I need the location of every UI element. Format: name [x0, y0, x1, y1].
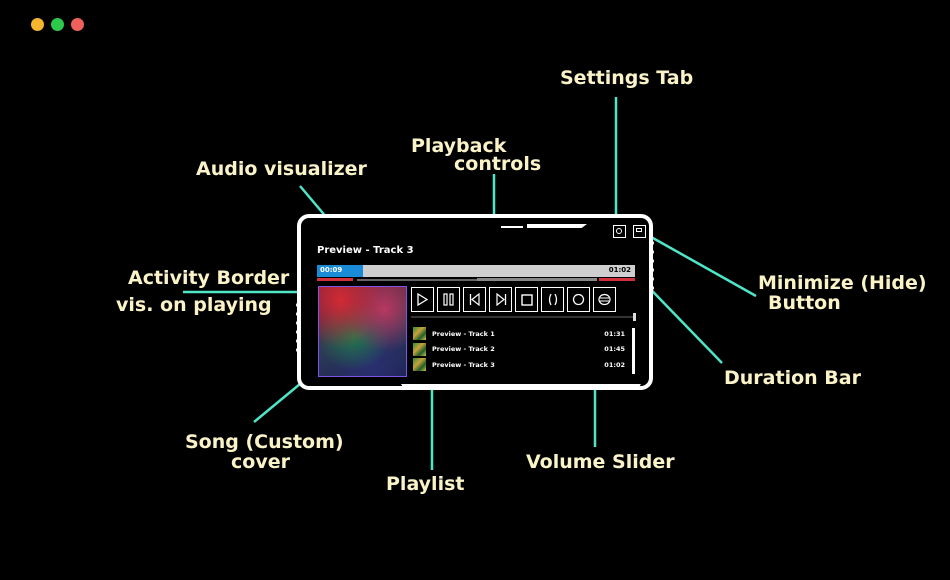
elapsed-time: 00:09 — [320, 266, 343, 274]
label-playback-1: Playback — [411, 135, 507, 157]
track-thumbnail — [413, 358, 426, 372]
track-thumbnail — [413, 327, 426, 341]
previous-button[interactable] — [463, 287, 486, 312]
track-duration: 01:02 — [604, 360, 625, 369]
minimize-button[interactable] — [633, 225, 646, 238]
shuffle-button[interactable] — [541, 287, 564, 312]
label-audio-visualizer: Audio visualizer — [196, 158, 367, 180]
play-icon — [417, 293, 428, 306]
menu-button[interactable] — [593, 287, 616, 312]
now-playing-title: Preview - Track 3 — [317, 245, 414, 256]
track-duration: 01:31 — [604, 329, 625, 338]
label-playlist: Playlist — [386, 473, 465, 495]
next-button[interactable] — [489, 287, 512, 312]
track-duration: 01:45 — [604, 345, 625, 354]
label-duration-bar: Duration Bar — [724, 367, 861, 389]
window-close-dot[interactable] — [71, 18, 84, 31]
audio-visualizer — [317, 278, 635, 281]
music-player-widget: Preview - Track 3 00:09 01:02 — [295, 214, 655, 390]
playlist-item[interactable]: Preview - Track 1 01:31 — [413, 326, 629, 342]
bottom-tab-strip — [401, 384, 641, 390]
play-button[interactable] — [411, 287, 434, 312]
settings-tab-button[interactable] — [613, 225, 626, 238]
stop-icon — [520, 293, 533, 306]
label-activity-border-2: vis. on playing — [116, 294, 272, 316]
playlist: Preview - Track 1 01:31 Preview - Track … — [413, 326, 629, 373]
label-song-cover-2: cover — [231, 451, 290, 473]
label-volume-slider: Volume Slider — [526, 451, 675, 473]
stop-button[interactable] — [515, 287, 538, 312]
volume-slider-handle[interactable] — [633, 313, 636, 321]
playlist-scrollbar[interactable] — [632, 328, 635, 374]
label-minimize-1: Minimize (Hide) — [758, 272, 927, 294]
next-icon — [495, 293, 506, 306]
label-activity-border-1: Activity Border — [128, 267, 290, 289]
duration-progress-fill — [317, 265, 364, 277]
shuffle-icon — [548, 293, 557, 306]
label-song-cover-1: Song (Custom) — [185, 431, 344, 453]
track-name: Preview - Track 3 — [432, 360, 495, 369]
previous-icon — [469, 293, 480, 306]
left-edge-dots — [295, 298, 301, 357]
total-time: 01:02 — [608, 266, 631, 274]
window-maximize-dot[interactable] — [51, 18, 64, 31]
repeat-button[interactable] — [567, 287, 590, 312]
track-name: Preview - Track 2 — [432, 345, 495, 354]
label-playback-2: controls — [454, 153, 542, 175]
volume-slider-track[interactable] — [411, 316, 635, 318]
top-tab-strip — [501, 224, 587, 228]
menu-icon — [598, 293, 611, 306]
duration-bar[interactable]: 00:09 01:02 — [317, 265, 635, 277]
song-cover-art — [318, 286, 407, 377]
leader-minimize — [643, 231, 757, 298]
playback-controls — [411, 287, 616, 312]
playlist-item[interactable]: Preview - Track 2 01:45 — [413, 342, 629, 358]
label-settings-tab: Settings Tab — [560, 67, 694, 89]
right-edge-dots — [649, 236, 655, 295]
window-minimize-dot[interactable] — [31, 18, 44, 31]
playlist-item[interactable]: Preview - Track 3 01:02 — [413, 357, 629, 373]
label-minimize-2: Button — [768, 292, 841, 314]
repeat-icon — [572, 293, 585, 306]
pause-button[interactable] — [437, 287, 460, 312]
track-thumbnail — [413, 342, 426, 356]
pause-icon — [443, 293, 454, 306]
track-name: Preview - Track 1 — [432, 329, 495, 338]
